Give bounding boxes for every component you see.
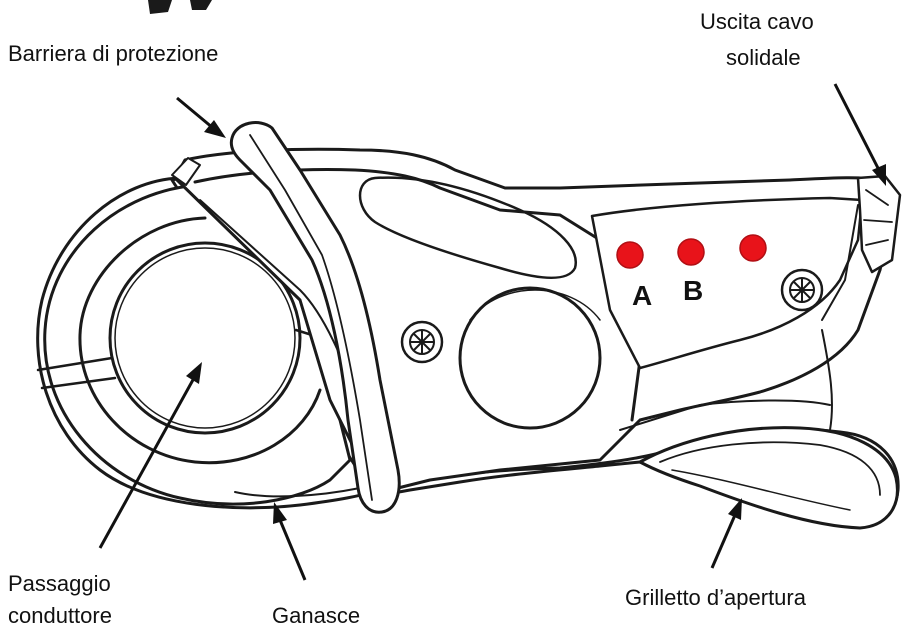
led-b xyxy=(678,239,704,265)
led-a xyxy=(617,242,643,268)
label-cable-exit-line2: solidale xyxy=(726,44,801,71)
label-protection-barrier: Barriera di protezione xyxy=(8,40,218,67)
label-cable-exit-line1: Uscita cavo xyxy=(700,8,814,35)
arrow-jaws-line xyxy=(280,520,305,580)
arrow-trigger-line xyxy=(712,515,735,568)
label-trigger: Grilletto d’apertura xyxy=(625,584,806,611)
label-conductor-line2: conduttore xyxy=(8,602,112,629)
arrow-cable-line xyxy=(835,84,880,172)
arrow-barrier-line xyxy=(177,98,213,128)
cable-exit xyxy=(858,176,900,272)
label-jaws: Ganasce xyxy=(272,602,360,629)
label-conductor-line1: Passaggio xyxy=(8,570,111,597)
screw-right xyxy=(782,270,822,310)
heading-fragment xyxy=(148,0,212,14)
led-c xyxy=(740,235,766,261)
led-a-label: A xyxy=(632,280,652,311)
arrow-trigger-head xyxy=(728,498,742,520)
screw-left xyxy=(402,322,442,362)
led-b-label: B xyxy=(683,275,703,306)
